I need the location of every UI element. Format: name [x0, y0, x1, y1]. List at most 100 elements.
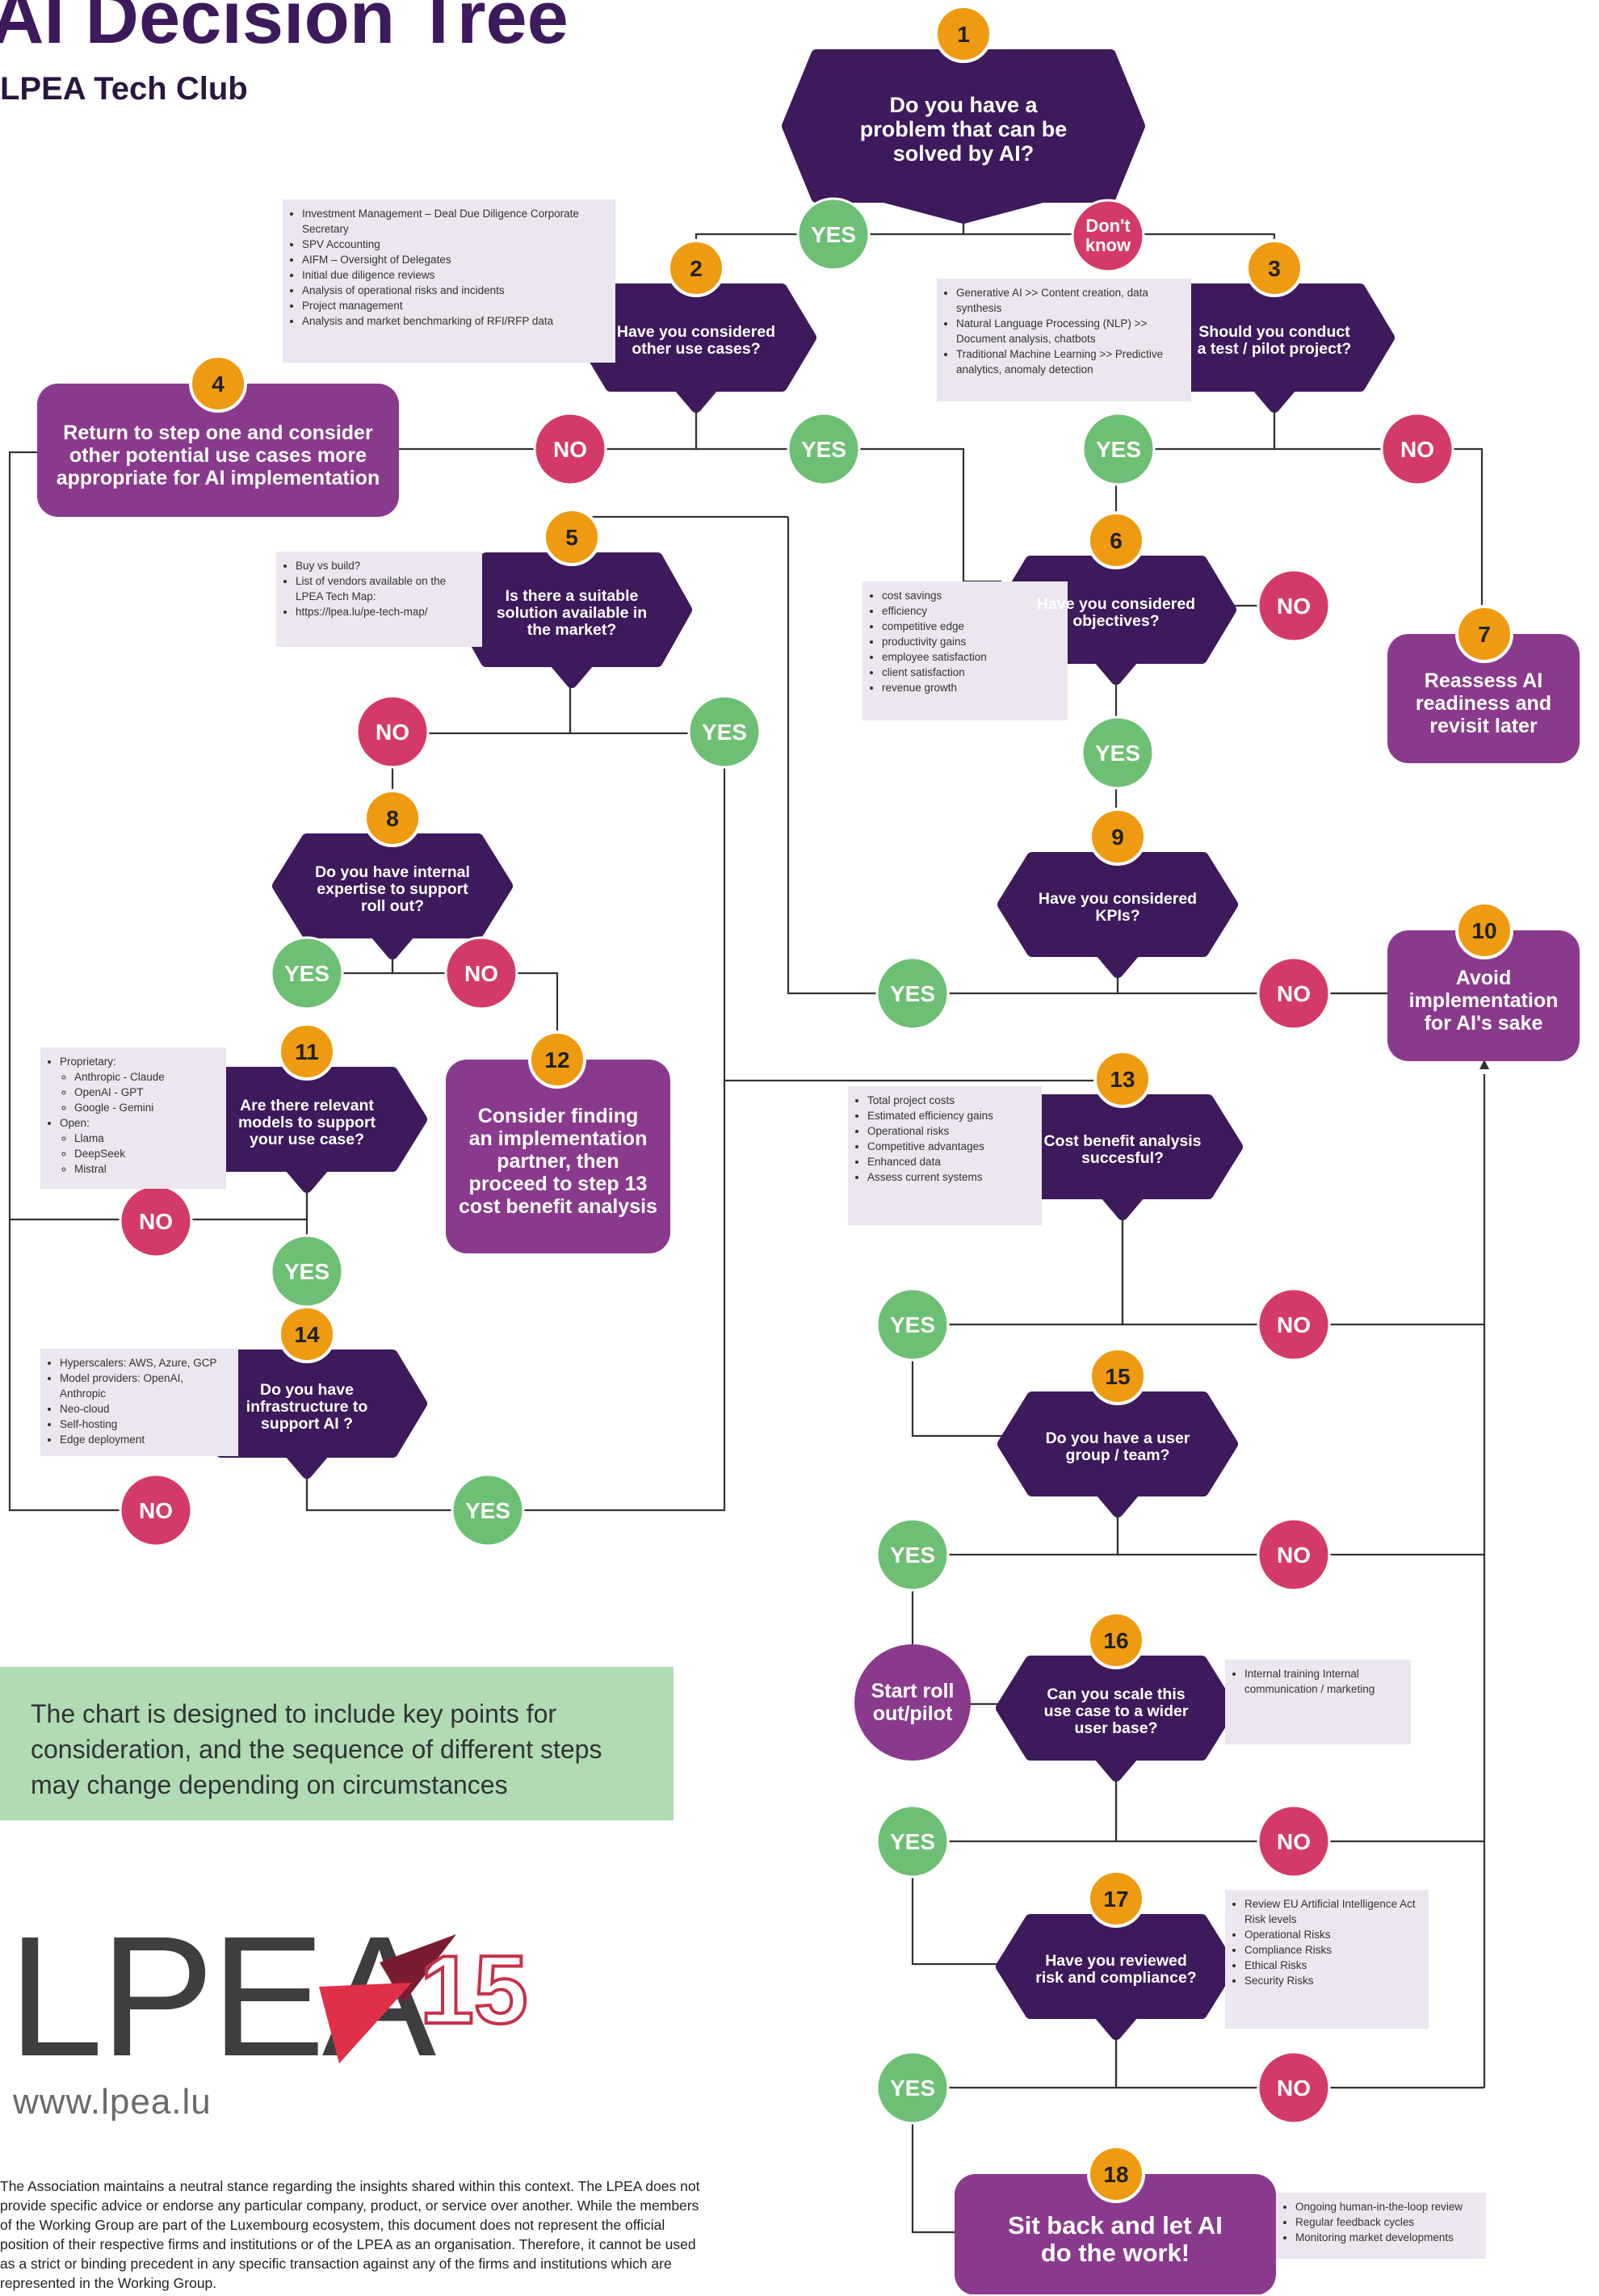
question-q5-line: solution available in — [496, 603, 648, 622]
page-subtitle: LPEA Tech Club — [0, 71, 248, 107]
no-label: NO — [1277, 594, 1311, 619]
question-q6-line: objectives? — [1072, 612, 1160, 630]
step-q1-badge — [934, 5, 993, 63]
question-q3-line: a test / pilot project? — [1197, 340, 1352, 358]
note-item: Self-hosting — [60, 1417, 230, 1432]
note-item: Compliance Risks — [1244, 1942, 1421, 1958]
question-q2-line: Have you considered — [616, 323, 776, 341]
action-b10-shape — [1387, 930, 1580, 1061]
yes-label: YES — [811, 222, 856, 247]
note-item: Ongoing human-in-the-loop review — [1295, 2199, 1478, 2214]
note-item: List of vendors available on the LPEA Te… — [296, 573, 474, 604]
question-q1-line: problem that can be — [859, 117, 1068, 141]
logo-anniversary-number: 15 — [420, 1936, 527, 2044]
yes-label: YES — [284, 961, 329, 986]
action-b4-line: other potential use cases more — [69, 443, 367, 467]
yes-answer — [270, 1234, 344, 1308]
start-rollout-shape — [854, 1644, 971, 1761]
step-q17-badge — [1087, 1870, 1145, 1928]
no-answer — [1257, 1287, 1331, 1362]
question-q8-line: Do you have internal — [315, 863, 470, 881]
note-item: employee satisfaction — [882, 649, 1060, 665]
action-b7-shape — [1387, 634, 1580, 763]
note-item: Competitive advantages — [867, 1139, 1034, 1154]
note-use-cases: Investment Management – Deal Due Diligen… — [283, 199, 615, 363]
step-b12-badge — [528, 1030, 586, 1089]
note-item: Internal training Internal communication… — [1244, 1666, 1403, 1697]
step-q17-number: 17 — [1103, 1887, 1128, 1912]
note-item: Google - Gemini — [74, 1100, 218, 1115]
note-item: competitive edge — [882, 619, 1060, 634]
action-b18-shape — [955, 2174, 1276, 2294]
yes-answer — [1081, 412, 1156, 486]
question-q11-line: models to support — [237, 1113, 376, 1131]
question-q9-line: Have you considered — [1038, 890, 1198, 908]
start-rollout-line: out/pilot — [872, 1702, 953, 1725]
step-q2-number: 2 — [690, 256, 703, 281]
action-b4-shape — [37, 384, 399, 517]
step-b18-number: 18 — [1103, 2162, 1128, 2187]
note-item: https://lpea.lu/pe-tech-map/ — [296, 604, 474, 619]
note-item: Project management — [302, 298, 607, 313]
note-item: AIFM – Oversight of Delegates — [302, 252, 607, 267]
note-ongoing: Ongoing human-in-the-loop reviewRegular … — [1276, 2193, 1486, 2259]
yes-answer — [270, 936, 344, 1010]
step-q5-badge — [543, 508, 601, 566]
website-link[interactable]: www.lpea.lu — [13, 2082, 212, 2122]
no-label: NO — [139, 1498, 173, 1523]
info-line: consideration, and the sequence of diffe… — [31, 1735, 602, 1764]
step-q13-badge — [1093, 1050, 1152, 1108]
no-label: NO — [1277, 1543, 1311, 1568]
question-q11-line: your use case? — [250, 1130, 364, 1148]
step-q3-badge — [1245, 239, 1303, 297]
note-item: Mistral — [74, 1161, 218, 1177]
question-q14-line: Do you have — [260, 1380, 354, 1399]
no-label: NO — [376, 720, 409, 745]
no-answer — [119, 1473, 193, 1547]
step-b12-number: 12 — [544, 1047, 569, 1072]
action-b18-line: do the work! — [1040, 2239, 1190, 2267]
step-q8-badge — [363, 789, 422, 847]
step-q2-badge — [667, 239, 725, 297]
note-item: Monitoring market developments — [1295, 2230, 1478, 2245]
question-q11-line: Are there relevant — [240, 1096, 374, 1114]
yes-answer — [1081, 716, 1155, 790]
info-line: The chart is designed to include key poi… — [31, 1699, 557, 1728]
no-answer — [1380, 412, 1454, 486]
question-q13-line: Cost benefit analysis — [1043, 1132, 1202, 1150]
step-q15-badge — [1089, 1347, 1147, 1405]
note-risk: Review EU Artificial Intelligence Act Ri… — [1225, 1890, 1429, 2029]
step-q9-number: 9 — [1111, 825, 1124, 850]
action-b10-line: for AI's sake — [1424, 1012, 1543, 1035]
note-item: Ethical Risks — [1244, 1958, 1421, 1973]
yes-label: YES — [1095, 741, 1140, 766]
note-item: Security Risks — [1244, 1973, 1421, 1988]
question-q14-line: infrastructure to — [246, 1397, 368, 1416]
note-objectives: cost savingsefficiencycompetitive edgepr… — [862, 581, 1068, 720]
yes-label: YES — [284, 1259, 329, 1284]
note-item: Traditional Machine Learning >> Predicti… — [956, 346, 1183, 377]
question-q5-line: Is there a suitable — [505, 586, 639, 605]
yes-answer — [875, 1517, 950, 1592]
yes-label: YES — [890, 1312, 935, 1337]
question-q6-line: Have you considered — [1036, 595, 1196, 613]
yes-label: YES — [1096, 437, 1141, 462]
action-b4-line: Return to step one and consider — [63, 421, 373, 444]
no-label: NO — [1400, 437, 1434, 462]
note-ai-types: Generative AI >> Content creation, data … — [937, 279, 1191, 401]
action-b7-line: revisit later — [1429, 715, 1538, 737]
question-q17-line: risk and compliance? — [1035, 1969, 1197, 1987]
no-label: NO — [139, 1209, 173, 1234]
step-q16-badge — [1087, 1611, 1145, 1669]
no-answer — [1257, 2050, 1331, 2125]
